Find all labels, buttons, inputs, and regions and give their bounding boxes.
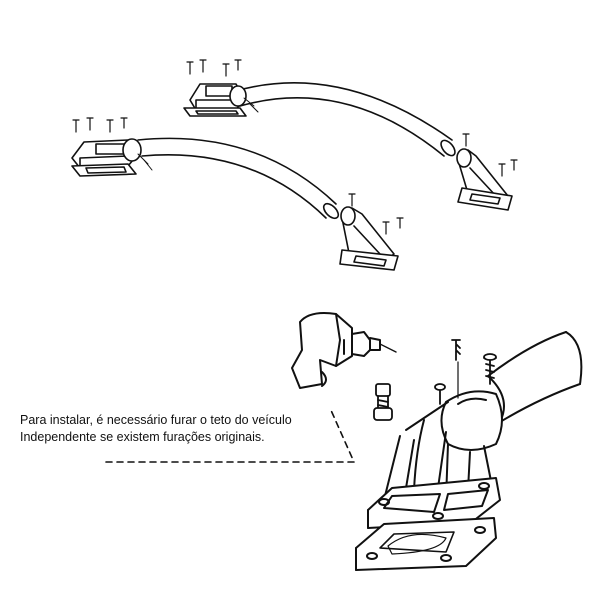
screw-icon <box>186 59 242 77</box>
instruction-line-2: Independente se existem furações origina… <box>20 430 265 444</box>
leader-line <box>105 407 355 463</box>
roof-rack-bar-icon <box>231 82 456 157</box>
screw-icon <box>72 117 128 133</box>
rack-foot-icon <box>183 83 259 117</box>
drill-icon <box>291 312 397 389</box>
installation-instructions: Para instalar, é necessário furar o teto… <box>20 412 340 446</box>
bolt-icon <box>373 383 393 421</box>
screw-icon <box>462 133 518 177</box>
roof-rack-bar-icon <box>487 331 583 423</box>
roof-rack-bar-icon <box>137 137 340 220</box>
rack-foot-icon <box>339 206 399 271</box>
rack-foot-icon <box>355 390 503 571</box>
rack-foot-icon <box>456 148 513 211</box>
screw-icon <box>434 339 497 405</box>
rack-foot-icon <box>71 138 153 177</box>
instruction-line-1: Para instalar, é necessário furar o teto… <box>20 413 292 427</box>
screw-icon <box>348 193 404 235</box>
